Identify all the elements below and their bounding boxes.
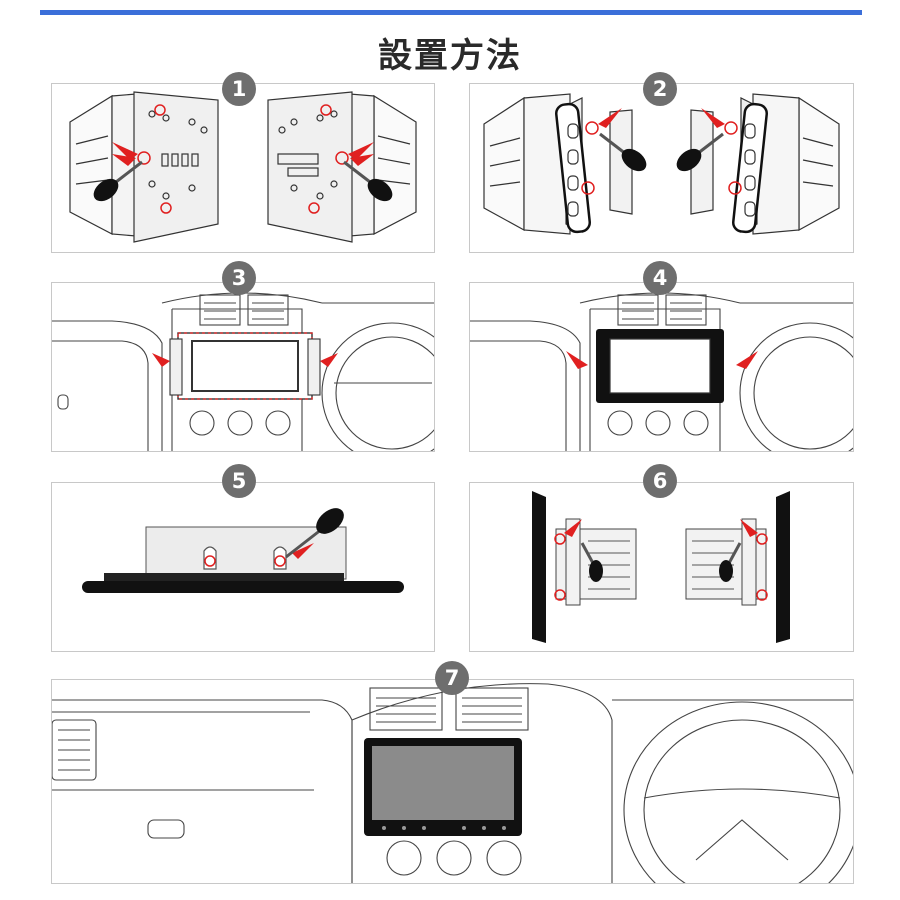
step-4-panel [469,282,854,452]
dashboard-bezel-insert-illustration [470,292,853,451]
step-1-badge: 1 [222,72,256,106]
unit-screw-fasten-illustration [82,508,404,593]
installed-head-unit-illustration [52,683,853,883]
bracket-screwdriver-illustration [69,91,417,243]
side-bracket-mount-illustration [483,93,840,235]
step-4-badge: 4 [643,261,677,295]
step-3-badge: 3 [222,261,256,295]
step-7-badge: 7 [435,661,469,695]
step-3-panel [51,282,435,452]
step-6-panel [469,482,854,652]
step-5-panel [51,482,435,652]
step-2-panel [469,83,854,253]
step-1-panel [51,83,435,253]
step-2-badge: 2 [643,72,677,106]
page-title: 設置方法 [378,36,522,76]
dashboard-frame-insert-illustration [52,292,434,451]
unit-bracket-attach-illustration [532,491,790,643]
step-7-panel [51,679,854,884]
step-6-badge: 6 [643,464,677,498]
step-5-badge: 5 [222,464,256,498]
top-accent-bar [40,10,862,15]
